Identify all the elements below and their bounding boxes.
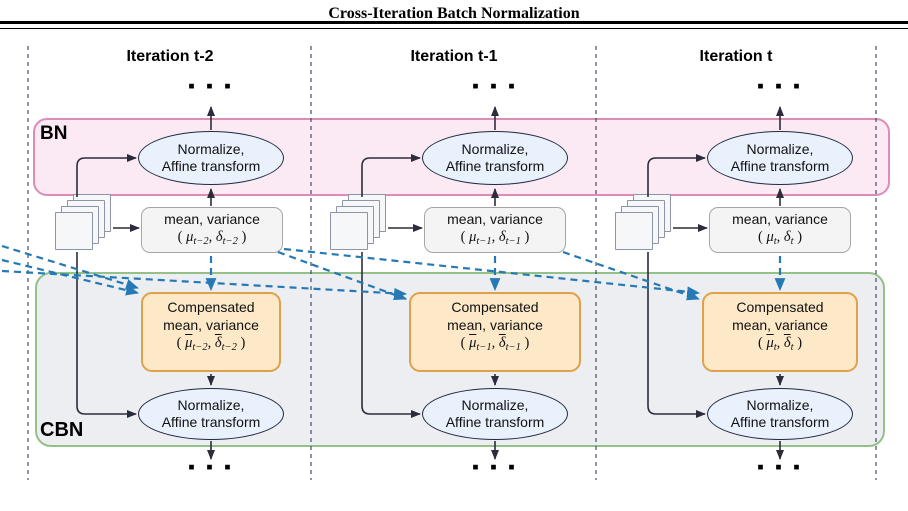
cbn-normalize-node: Normalize, Affine transform xyxy=(707,388,853,440)
node-label: mean, variance xyxy=(447,317,543,333)
cbn-normalize-node: Normalize, Affine transform xyxy=(138,388,284,440)
mean-variance-node: mean, variance ( μt, δt ) xyxy=(709,207,851,253)
node-label: mean, variance xyxy=(164,211,260,227)
node-label: mean, variance xyxy=(732,317,828,333)
diagram-title: Cross-Iteration Batch Normalization xyxy=(328,5,580,22)
node-label: Compensated xyxy=(736,299,824,315)
bn-normalize-node: Normalize, Affine transform xyxy=(707,131,853,185)
compensated-formula: ( μt−1, δt−1 ) xyxy=(460,335,530,353)
compensated-mean-variance-node: Compensated mean, variance ( μt−2, δt−2 … xyxy=(141,292,281,372)
bn-normalize-node: Normalize, Affine transform xyxy=(138,131,284,185)
compensated-mean-variance-node: Compensated mean, variance ( μt−1, δt−1 … xyxy=(409,292,581,372)
compensated-formula: ( μt, δt ) xyxy=(757,335,803,353)
column-header-iteration-t: Iteration t xyxy=(699,48,773,65)
node-label: Affine transform xyxy=(445,414,545,430)
node-label: Affine transform xyxy=(161,414,261,430)
node-label: Normalize, xyxy=(461,141,529,157)
bn-region-label: BN xyxy=(40,123,68,144)
node-label: Affine transform xyxy=(730,414,830,430)
column-header-iteration-t-1: Iteration t-1 xyxy=(410,48,498,65)
title-rule-thin xyxy=(0,28,908,29)
node-label: mean, variance xyxy=(732,211,828,227)
continuation-dots-top: ▪ ▪ ▪ xyxy=(472,76,518,97)
node-label: Affine transform xyxy=(161,158,261,174)
node-label: Compensated xyxy=(167,299,255,315)
continuation-dots-top: ▪ ▪ ▪ xyxy=(757,76,803,97)
node-label: Normalize, xyxy=(746,141,814,157)
node-label: Compensated xyxy=(451,299,539,315)
compensated-formula: ( μt−2, δt−2 ) xyxy=(176,335,246,353)
stats-formula: ( μt−2, δt−2 ) xyxy=(177,229,247,247)
continuation-dots-bottom: ▪ ▪ ▪ xyxy=(188,457,234,478)
node-label: Affine transform xyxy=(730,158,830,174)
feature-maps-stack xyxy=(330,194,386,250)
feature-map xyxy=(330,212,368,250)
cbn-normalize-node: Normalize, Affine transform xyxy=(422,388,568,440)
bn-normalize-node: Normalize, Affine transform xyxy=(422,131,568,185)
continuation-dots-top: ▪ ▪ ▪ xyxy=(188,76,234,97)
cbn-region-label: CBN xyxy=(40,419,84,441)
node-label: Normalize, xyxy=(461,397,529,413)
feature-map xyxy=(615,212,653,250)
node-label: Affine transform xyxy=(445,158,545,174)
continuation-dots-bottom: ▪ ▪ ▪ xyxy=(472,457,518,478)
node-label: mean, variance xyxy=(447,211,543,227)
node-label: mean, variance xyxy=(163,317,259,333)
stats-formula: ( μt, δt ) xyxy=(757,229,803,247)
node-label: Normalize, xyxy=(177,397,245,413)
feature-maps-stack xyxy=(615,194,671,250)
stats-formula: ( μt−1, δt−1 ) xyxy=(460,229,530,247)
feature-maps-stack xyxy=(55,194,111,250)
node-label: Normalize, xyxy=(746,397,814,413)
column-header-iteration-t-2: Iteration t-2 xyxy=(126,48,214,65)
title-rule-thick xyxy=(0,21,908,24)
compensated-mean-variance-node: Compensated mean, variance ( μt, δt ) xyxy=(702,292,858,372)
continuation-dots-bottom: ▪ ▪ ▪ xyxy=(757,457,803,478)
node-label: Normalize, xyxy=(177,141,245,157)
feature-map xyxy=(55,212,93,250)
mean-variance-node: mean, variance ( μt−1, δt−1 ) xyxy=(424,207,566,253)
mean-variance-node: mean, variance ( μt−2, δt−2 ) xyxy=(141,207,283,253)
